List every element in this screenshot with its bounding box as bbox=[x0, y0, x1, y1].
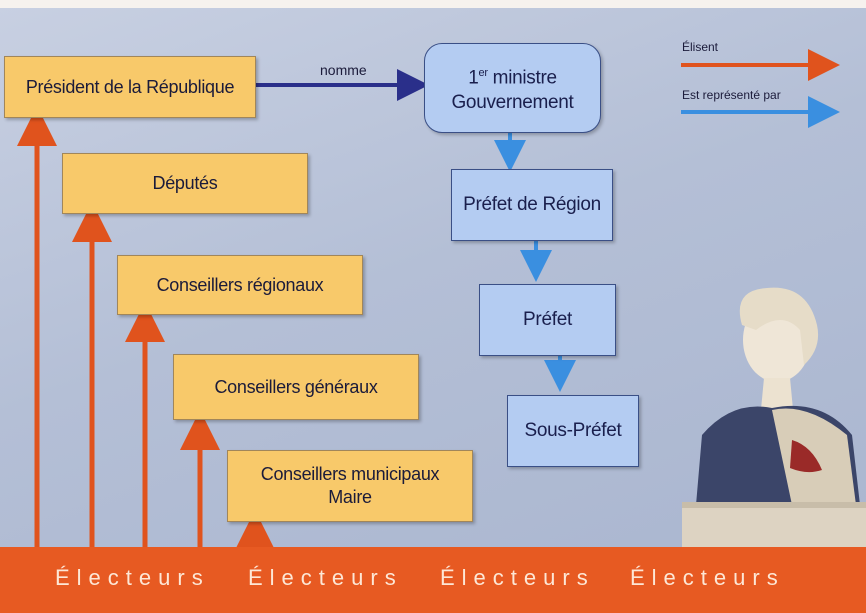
legend-represente: Est représenté par bbox=[682, 88, 781, 102]
electeurs-band: Électeurs Électeurs Électeurs Électeurs bbox=[0, 547, 866, 613]
box-sous-prefet: Sous-Préfet bbox=[507, 395, 639, 467]
box-deputes: Députés bbox=[62, 153, 308, 214]
box-prefet: Préfet bbox=[479, 284, 616, 356]
box-generaux-label: Conseillers généraux bbox=[214, 376, 378, 397]
nomme-label: nomme bbox=[320, 62, 367, 78]
marianne-bust-image bbox=[682, 287, 866, 547]
electeurs-label-1: Électeurs bbox=[55, 565, 210, 590]
premier-num: 1 bbox=[468, 67, 479, 89]
box-municipaux-line1: Conseillers municipaux bbox=[260, 464, 440, 484]
premier-sup: er bbox=[478, 67, 488, 80]
electeurs-label-3: Électeurs bbox=[440, 565, 595, 590]
box-president: Président de la République bbox=[4, 56, 256, 118]
box-president-label: Président de la République bbox=[25, 76, 235, 97]
top-band bbox=[0, 0, 866, 8]
gouvernement-label: Gouvernement bbox=[451, 91, 574, 113]
box-deputes-label: Députés bbox=[152, 173, 218, 193]
box-municipaux-line2: Maire bbox=[328, 487, 372, 507]
box-regionaux-label: Conseillers régionaux bbox=[156, 274, 324, 295]
electeurs-label-2: Électeurs bbox=[248, 565, 403, 590]
box-prefet-label: Préfet bbox=[523, 309, 572, 330]
electeurs-label-4: Électeurs bbox=[630, 565, 785, 590]
box-generaux: Conseillers généraux bbox=[173, 354, 419, 420]
premier-word: ministre bbox=[492, 67, 557, 89]
box-sous-prefet-label: Sous-Préfet bbox=[524, 420, 622, 441]
box-regionaux: Conseillers régionaux bbox=[117, 255, 363, 315]
box-municipaux: Conseillers municipaux Maire bbox=[227, 450, 473, 522]
box-prefet-region: Préfet de Région bbox=[451, 169, 613, 241]
legend-elisent: Élisent bbox=[682, 40, 719, 54]
box-prefet-region-label: Préfet de Région bbox=[463, 194, 601, 215]
premier-ministre-title: 1er ministre bbox=[468, 61, 557, 90]
box-premier-ministre: 1er ministre Gouvernement bbox=[424, 43, 601, 133]
